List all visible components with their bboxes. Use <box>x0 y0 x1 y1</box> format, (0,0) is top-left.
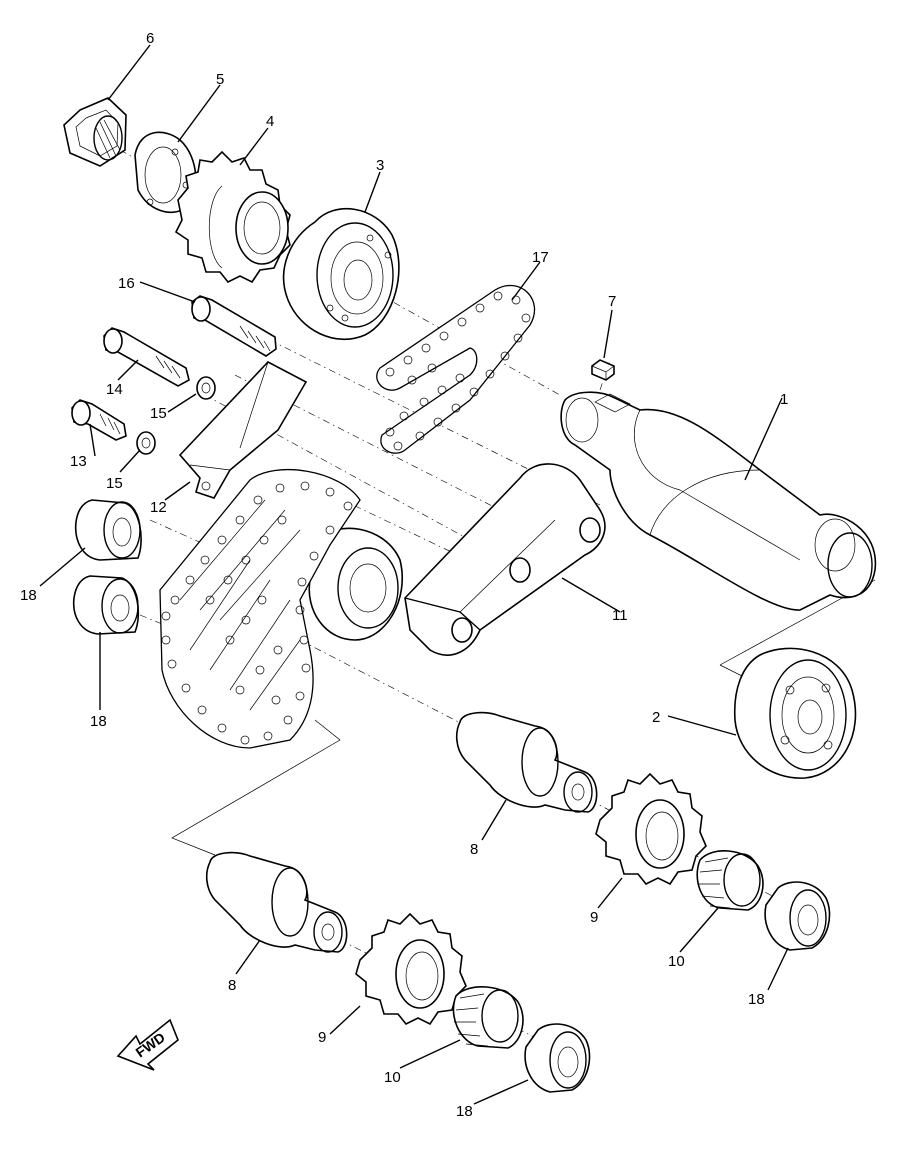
part-17-main-chain <box>159 468 361 749</box>
fwd-arrow: FWD <box>116 1018 179 1071</box>
part-18-bushing-bottom <box>524 1023 591 1093</box>
part-8-shaft-lower <box>205 851 348 953</box>
part-18-bushing-upper <box>74 499 142 561</box>
callout-18-upper-left: 18 <box>20 587 37 604</box>
callout-8-upper: 8 <box>470 841 478 858</box>
callout-9-upper: 9 <box>590 909 598 926</box>
callout-13: 13 <box>70 453 87 470</box>
callout-18-lower-left: 18 <box>90 713 107 730</box>
callout-3: 3 <box>376 157 384 174</box>
callout-2: 2 <box>652 709 660 726</box>
callout-15-lower: 15 <box>106 475 123 492</box>
callout-1: 1 <box>780 391 788 408</box>
part-13-bolt <box>71 399 127 441</box>
callout-18-right: 18 <box>748 991 765 1008</box>
part-8-shaft-upper <box>455 711 598 813</box>
callout-6: 6 <box>146 30 154 47</box>
part-12-chain-guide <box>178 361 308 499</box>
part-17-chain <box>376 284 536 454</box>
callout-8-lower: 8 <box>228 977 236 994</box>
callout-18-bottom: 18 <box>456 1103 473 1120</box>
part-3-bearing <box>283 208 400 340</box>
part-9-sprocket-lower <box>355 912 467 1026</box>
callout-15-upper: 15 <box>150 405 167 422</box>
part-6-nut <box>63 97 127 167</box>
callout-4: 4 <box>266 113 274 130</box>
callout-10-upper: 10 <box>668 953 685 970</box>
callout-labels: 6 5 4 3 16 17 7 14 15 15 13 1 12 18 11 1… <box>20 30 788 1120</box>
part-14-bolt <box>103 327 190 387</box>
part-7-key <box>591 359 615 381</box>
part-16-bolt <box>191 295 277 357</box>
callout-17: 17 <box>532 249 549 266</box>
callout-12: 12 <box>150 499 167 516</box>
leader-lines <box>39 44 789 1105</box>
callout-16: 16 <box>118 275 135 292</box>
part-15-washers <box>136 376 216 455</box>
callout-10-lower: 10 <box>384 1069 401 1086</box>
callout-14: 14 <box>106 381 123 398</box>
part-4-sprocket <box>174 150 291 284</box>
part-11-tensioner-arm <box>404 463 606 656</box>
fwd-arrow-icon <box>116 1018 179 1071</box>
part-2-bearing <box>733 647 857 779</box>
callout-11: 11 <box>612 607 628 624</box>
part-10-needle-bearing-lower <box>452 986 524 1049</box>
callout-9-lower: 9 <box>318 1029 326 1046</box>
part-9-sprocket-upper <box>595 772 707 886</box>
part-18-bushing-lower <box>72 575 140 635</box>
part-1-shaft <box>560 391 877 611</box>
center-bearing <box>308 527 403 641</box>
part-18-bushing-right <box>764 881 831 951</box>
callout-7: 7 <box>608 293 616 310</box>
part-10-needle-bearing-upper <box>696 850 764 911</box>
callout-5: 5 <box>216 71 224 88</box>
